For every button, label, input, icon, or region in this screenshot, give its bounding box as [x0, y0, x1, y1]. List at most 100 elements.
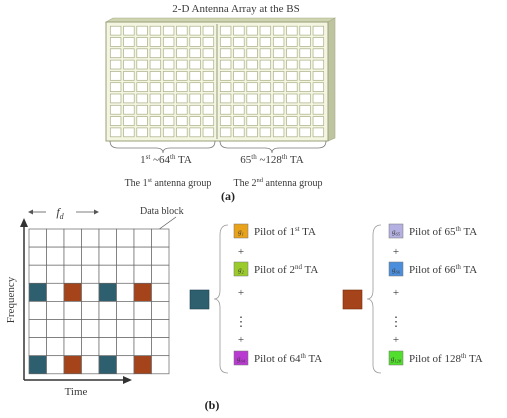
data-block-cell: [63, 337, 82, 357]
group2-brace: [219, 140, 327, 154]
pilot-label: Pilot of 1st TA: [254, 225, 316, 238]
antenna-elements: [109, 25, 325, 138]
antenna-element-g1: [189, 82, 201, 92]
data-block-cell: [63, 246, 82, 266]
caption-b: (b): [205, 398, 220, 412]
antenna-element-g2: [312, 71, 325, 81]
data-block-cell: [116, 282, 135, 302]
antenna-element-g2: [246, 82, 258, 92]
pilot-sequence-symbol: g64: [237, 355, 246, 364]
antenna-element-g2: [286, 48, 298, 59]
data-block-cell: [133, 319, 152, 338]
antenna-element-g1: [136, 71, 148, 81]
antenna-element-g2: [233, 48, 245, 59]
ta-range-1-64: 1st ~64th TA: [140, 153, 192, 166]
antenna-element-g2: [272, 104, 285, 115]
antenna-element-g1: [162, 82, 175, 92]
antenna-element-g1: [149, 48, 162, 59]
data-block-cell: [98, 246, 117, 266]
ellipsis-dots: ⋮: [235, 314, 248, 329]
antenna-element-g2: [233, 127, 245, 138]
antenna-element-g1: [162, 104, 175, 115]
data-block-cell: [46, 264, 65, 284]
antenna-element-g2: [246, 59, 258, 70]
group2-pilot-cell: [63, 355, 82, 375]
data-block-cell: [133, 264, 152, 284]
data-block-cell: [133, 301, 152, 320]
pilot-label: Pilot of 128th TA: [409, 352, 483, 365]
antenna-element-g1: [136, 104, 148, 115]
data-block-cell: [151, 282, 170, 302]
antenna-element-g2: [299, 127, 311, 138]
antenna-element-g2: [286, 25, 298, 36]
data-block-cell: [28, 228, 47, 248]
pilot-sequence-swatch: [388, 350, 404, 366]
data-block-cell: [46, 246, 65, 266]
antenna-element-g1: [162, 37, 175, 47]
plus-sign: +: [393, 246, 399, 258]
antenna-element-g2: [259, 127, 272, 138]
data-block-cell: [151, 264, 170, 284]
antenna-element-g1: [149, 93, 162, 104]
pilot-sequence-symbol: g1: [238, 228, 244, 237]
pilot-sequence-swatch: [388, 261, 404, 277]
antenna-element-g2: [233, 104, 245, 115]
antenna-element-g1: [109, 93, 122, 104]
data-block-cell: [28, 319, 47, 338]
data-block-cell: [28, 246, 47, 266]
antenna-element-g2: [233, 37, 245, 47]
antenna-element-g1: [149, 37, 162, 47]
antenna-element-g1: [123, 93, 135, 104]
antenna-element-g2: [219, 127, 232, 138]
antenna-element-g1: [136, 59, 148, 70]
data-block-cell: [151, 355, 170, 375]
antenna-element-g1: [162, 127, 175, 138]
antenna-element-g1: [202, 59, 215, 70]
antenna-element-g2: [272, 71, 285, 81]
antenna-element-g1: [202, 127, 215, 138]
antenna-element-g1: [189, 93, 201, 104]
antenna-element-g1: [162, 48, 175, 59]
antenna-element-g2: [233, 71, 245, 81]
data-block-cell: [151, 228, 170, 248]
antenna-element-g2: [246, 93, 258, 104]
pilot-label: Pilot of 2nd TA: [254, 263, 318, 276]
antenna-element-g1: [109, 127, 122, 138]
data-block-cell: [81, 337, 100, 357]
data-block-cell: [46, 337, 65, 357]
period-label: fd: [56, 205, 64, 221]
antenna-element-g1: [136, 127, 148, 138]
antenna-element-g1: [136, 48, 148, 59]
antenna-element-g2: [233, 82, 245, 92]
antenna-element-g2: [286, 104, 298, 115]
data-block-cell: [98, 264, 117, 284]
data-block-cell: [151, 319, 170, 338]
antenna-element-g2: [286, 127, 298, 138]
antenna-element-g2: [259, 104, 272, 115]
antenna-element-g1: [136, 25, 148, 36]
pilot-sequence-swatch: [233, 350, 249, 366]
antenna-element-g1: [176, 59, 188, 70]
caption-a: (a): [221, 189, 235, 203]
antenna-element-g1: [149, 82, 162, 92]
time-frequency-grid: [28, 228, 170, 375]
antenna-group-2-label: The 2nd antenna group: [234, 177, 323, 189]
antenna-element-g1: [202, 93, 215, 104]
antenna-element-g1: [176, 104, 188, 115]
pilot-label: Pilot of 65th TA: [409, 225, 477, 238]
data-block-cell: [151, 301, 170, 320]
antenna-element-g2: [286, 82, 298, 92]
antenna-element-g1: [176, 116, 188, 126]
axis-x-label: Time: [65, 386, 88, 398]
antenna-element-g2: [312, 37, 325, 47]
time-axis-arrowhead: [123, 376, 132, 384]
antenna-element-g1: [123, 104, 135, 115]
antenna-element-g2: [312, 116, 325, 126]
group2-pilot-cell: [63, 282, 82, 302]
antenna-element-g1: [176, 93, 188, 104]
antenna-element-g1: [123, 37, 135, 47]
data-block-cell: [46, 319, 65, 338]
